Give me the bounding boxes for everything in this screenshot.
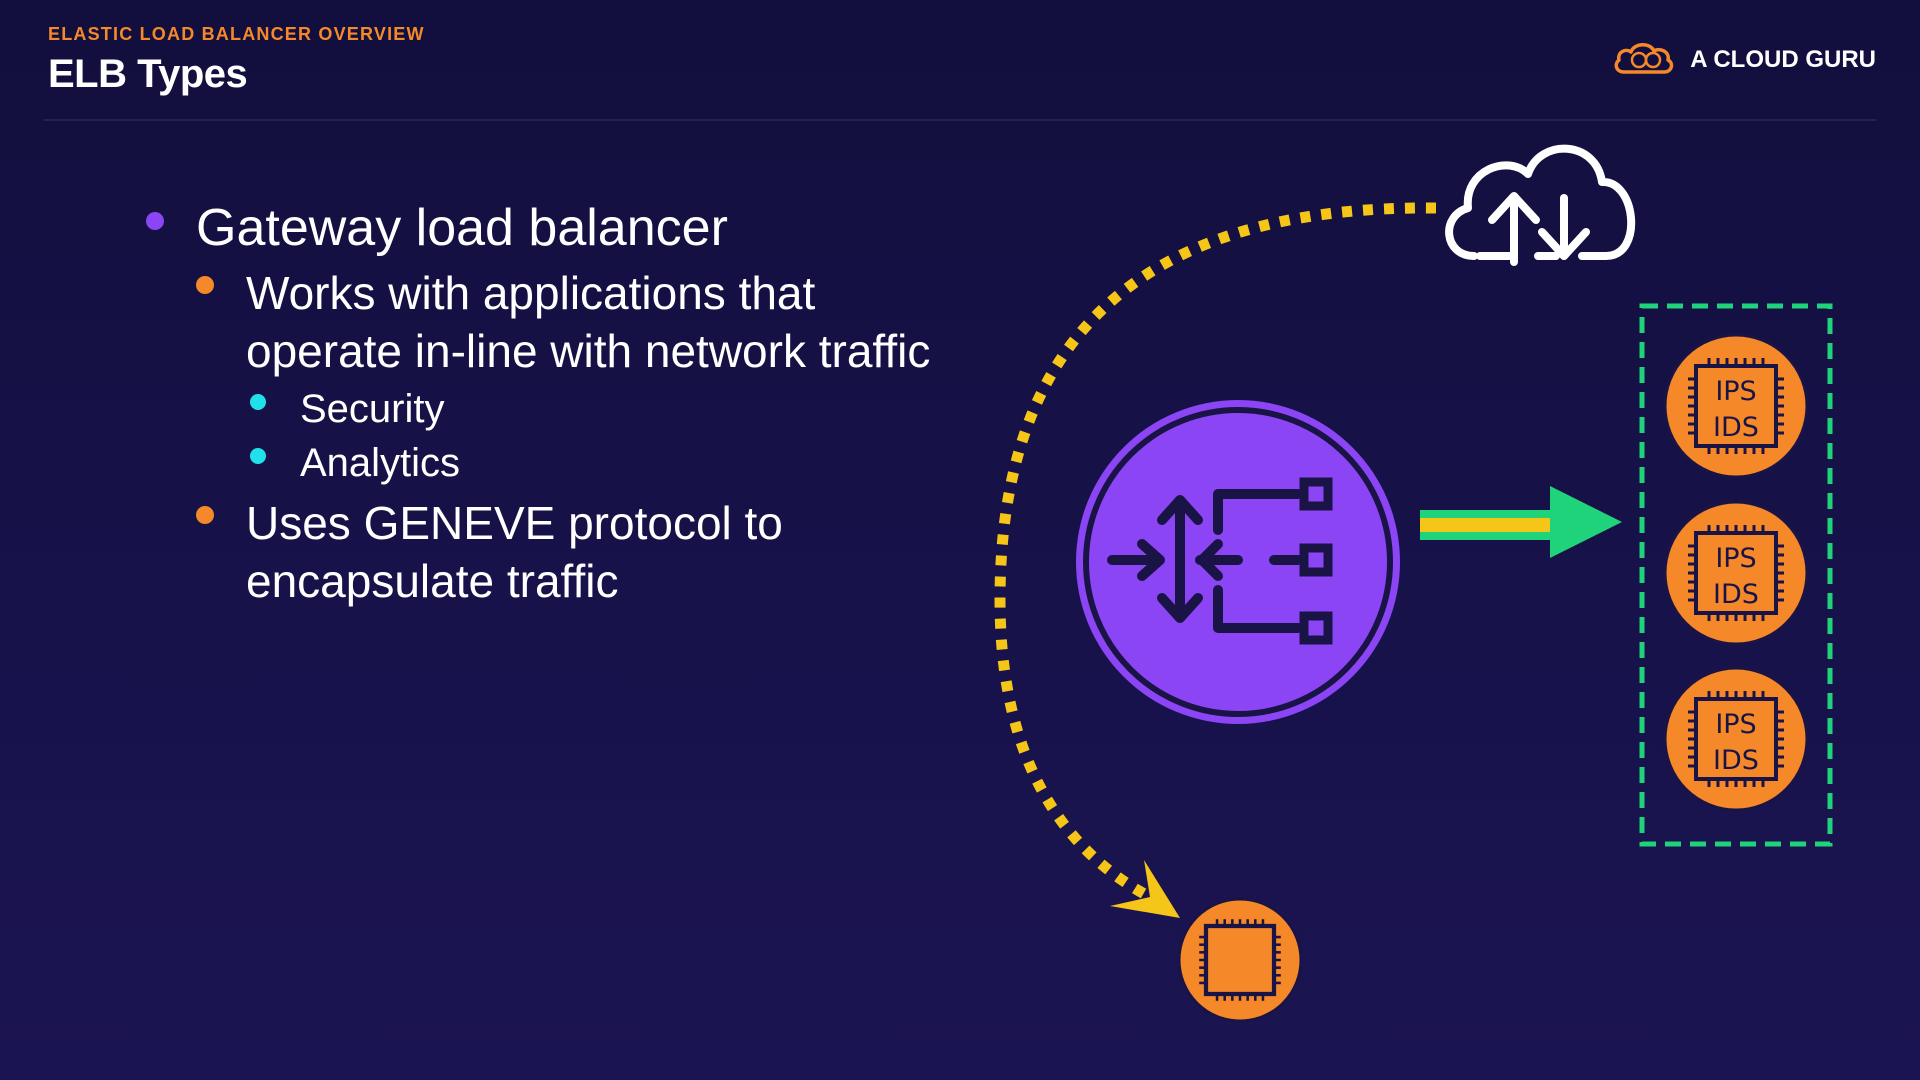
bullet-dot-orange <box>196 276 214 294</box>
bullet-security: Security <box>140 382 940 436</box>
bullet-heading-text: Gateway load balancer <box>196 199 728 257</box>
ips-ids-appliance-3: IPS IDS <box>1663 666 1809 812</box>
appliance-group-border <box>1639 303 1833 847</box>
bullet-dot-cyan <box>250 448 266 464</box>
bullet-list: Gateway load balancer Works with applica… <box>140 196 940 610</box>
appliance-bottom-label: IDS <box>1713 745 1759 776</box>
slide-title: ELB Types <box>48 52 248 96</box>
internet-cloud-icon <box>1445 144 1636 266</box>
bullet-dot-cyan <box>250 394 266 410</box>
instance-chip-icon <box>1177 897 1303 1023</box>
traffic-flow-arrowhead <box>1110 860 1180 918</box>
forward-arrow <box>1420 486 1622 558</box>
slide-header: ELASTIC LOAD BALANCER OVERVIEW ELB Types… <box>0 0 1920 122</box>
ips-ids-appliance-2: IPS IDS <box>1663 500 1809 646</box>
header-divider <box>44 119 1876 121</box>
appliance-bottom-label: IDS <box>1713 412 1759 443</box>
appliance-top-label: IPS <box>1715 376 1756 407</box>
bullet-dot-orange <box>196 506 214 524</box>
appliance-bottom-label: IDS <box>1713 579 1759 610</box>
sub-bullet-list: Works with applications that operate in-… <box>140 264 940 610</box>
bullet-text: Analytics <box>300 441 461 485</box>
brand-name: A CLOUD GURU <box>1690 46 1876 73</box>
cloud-logo-icon <box>1612 38 1676 83</box>
appliance-top-label: IPS <box>1715 709 1756 740</box>
bullet-gateway-load-balancer: Gateway load balancer Works with applica… <box>140 196 940 610</box>
section-eyebrow: ELASTIC LOAD BALANCER OVERVIEW <box>48 24 425 44</box>
bullet-analytics: Analytics <box>140 436 940 490</box>
appliance-top-label: IPS <box>1715 543 1756 574</box>
bullet-text: Uses GENEVE protocol to encapsulate traf… <box>246 497 783 607</box>
ips-ids-appliance-1: IPS IDS <box>1663 333 1809 479</box>
gateway-load-balancer-icon <box>1076 400 1400 724</box>
bullet-geneve: Uses GENEVE protocol to encapsulate traf… <box>140 494 940 610</box>
traffic-flow-dashed-path <box>994 202 1437 902</box>
brand-logo: A CLOUD GURU <box>1612 38 1876 82</box>
sub-sub-bullet-list: Security Analytics <box>140 382 940 490</box>
bullet-inline-applications: Works with applications that operate in-… <box>140 264 940 490</box>
bullet-text: Security <box>300 387 445 431</box>
bullet-dot-purple <box>146 212 164 230</box>
bullet-text: Works with applications that operate in-… <box>246 267 931 377</box>
